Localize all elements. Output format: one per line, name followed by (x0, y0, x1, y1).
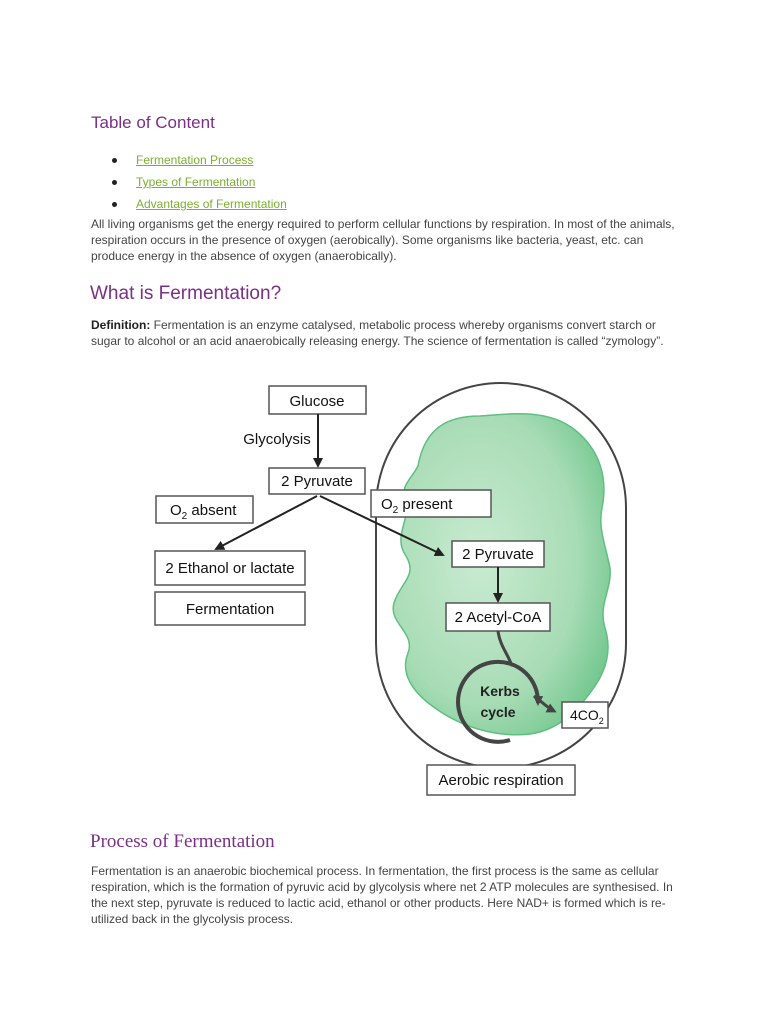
kerbs-cycle-ring (456, 659, 544, 744)
co2-arrow (533, 694, 557, 713)
fermentation-box (154, 591, 306, 626)
toc-item: Advantages of Fermentation (112, 196, 287, 218)
o2-absent-label: O2 absent (170, 502, 237, 522)
o2-present-box (370, 489, 492, 518)
intro-paragraph: All living organisms get the energy requ… (91, 217, 675, 263)
definition-paragraph: Definition: Fermentation is an enzyme ca… (91, 317, 681, 349)
fermentation-label: Fermentation (186, 601, 274, 618)
pyruvate-top-box (268, 467, 366, 495)
ethanol-box (154, 550, 306, 586)
bullet-icon (112, 158, 117, 163)
co2-box (561, 701, 609, 729)
pyruvate-mito-label: 2 Pyruvate (462, 546, 534, 563)
ethanol-label: 2 Ethanol or lactate (165, 560, 294, 577)
toc-link-types-of-fermentation[interactable]: Types of Fermentation (136, 175, 256, 189)
toc-link-fermentation-process[interactable]: Fermentation Process (136, 153, 254, 167)
toc-item: Fermentation Process (112, 152, 287, 174)
glucose-label: Glucose (289, 393, 344, 410)
bullet-icon (112, 180, 117, 185)
toc-link-advantages-of-fermentation[interactable]: Advantages of Fermentation (136, 197, 287, 211)
kerbs-label-line1: Kerbs (480, 683, 520, 699)
co2-label: 4CO2 (570, 707, 604, 726)
process-paragraph: Fermentation is an anaerobic biochemical… (91, 864, 673, 926)
process-of-fermentation-heading: Process of Fermentation (90, 831, 275, 852)
o2-present-label: O2 present (381, 496, 453, 516)
aerobic-respiration-box (426, 764, 576, 796)
definition-label: Definition: (91, 318, 151, 332)
toc-item: Types of Fermentation (112, 174, 287, 196)
pyruvate-top-label: 2 Pyruvate (281, 473, 353, 490)
o2-absent-box (155, 495, 254, 524)
bullet-icon (112, 202, 117, 207)
definition-text: Fermentation is an enzyme catalysed, met… (91, 318, 664, 348)
acetyl-coa-box (445, 602, 551, 632)
acetyl-coa-label: 2 Acetyl-CoA (455, 609, 542, 626)
toc-title: Table of Content (91, 113, 215, 132)
anaerobic-arrow (214, 495, 318, 550)
aerobic-arrow (319, 495, 445, 557)
aerobic-respiration-label: Aerobic respiration (438, 772, 563, 789)
fermentation-diagram: Glucose Glycolysis 2 Pyruvate O2 absent … (154, 382, 627, 796)
toc-list: Fermentation Process Types of Fermentati… (112, 152, 287, 218)
pyruvate-mito-box (451, 540, 545, 568)
glycolysis-label: Glycolysis (243, 431, 311, 448)
kerbs-label-line2: cycle (480, 704, 515, 720)
what-is-fermentation-heading: What is Fermentation? (90, 283, 282, 304)
